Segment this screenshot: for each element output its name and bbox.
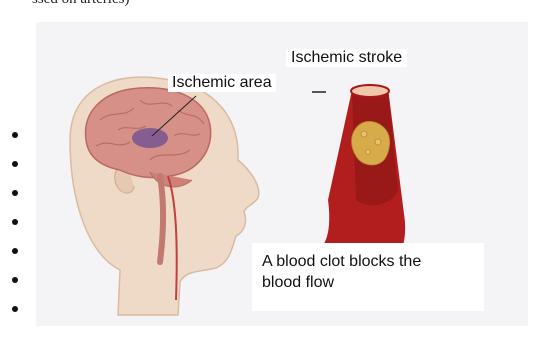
blood-clot: [352, 121, 390, 165]
bullet-item: [12, 120, 18, 149]
bullet-dot: [12, 219, 18, 225]
bullet-dot: [12, 190, 18, 196]
bullet-item: [12, 149, 18, 178]
caption-box: A blood clot blocks the blood flow: [252, 243, 484, 311]
brainstem: [160, 176, 163, 262]
ischemic-stroke-label: Ischemic stroke: [286, 49, 407, 67]
bullet-item: [12, 265, 18, 294]
bullet-item: [12, 178, 18, 207]
bullet-dot: [12, 248, 18, 254]
bullet-dot: [12, 277, 18, 283]
caption-line-2: blood flow: [262, 272, 474, 293]
bullet-item: [12, 236, 18, 265]
bullet-dot: [12, 132, 18, 138]
bullet-item: [12, 207, 18, 236]
ischemic-area-spot: [132, 128, 168, 148]
ischemic-area-label: Ischemic area: [168, 74, 276, 92]
bullet-dot: [12, 161, 18, 167]
bullet-list: [12, 120, 18, 323]
bullet-item: [12, 294, 18, 323]
bullet-dot: [12, 306, 18, 312]
caption-line-1: A blood clot blocks the: [262, 251, 474, 272]
